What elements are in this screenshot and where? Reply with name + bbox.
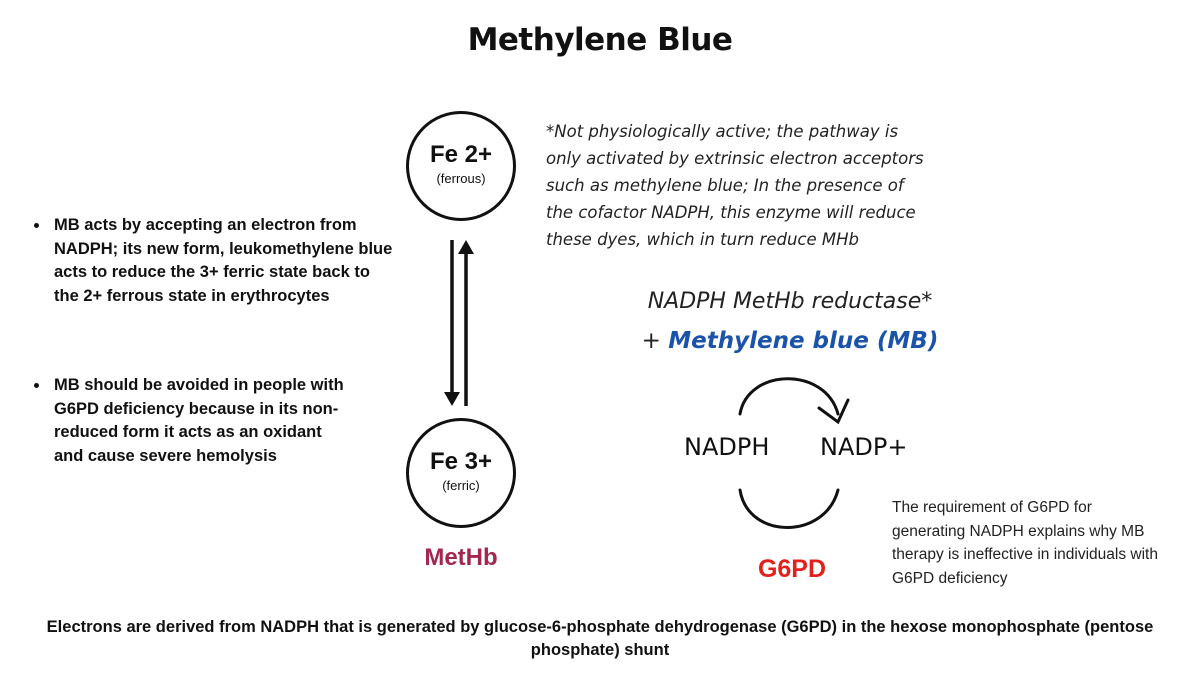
mb-prefix: + bbox=[641, 328, 669, 354]
ferric-state-label: (ferric) bbox=[442, 478, 480, 493]
enzyme-label: NADPH MetHb reductase* bbox=[647, 289, 933, 314]
bullet-mechanism: MB acts by accepting an electron from NA… bbox=[50, 214, 395, 308]
nadph-label: NADPH bbox=[684, 433, 770, 461]
methb-label: MetHb bbox=[424, 544, 498, 571]
bullet-list-mechanism: MB acts by accepting an electron from NA… bbox=[28, 214, 395, 308]
footer-note: Electrons are derived from NADPH that is… bbox=[46, 618, 1154, 659]
reductase-note: *Not physiologically active; the pathway… bbox=[546, 122, 924, 249]
nadph-cycle-arcs bbox=[738, 377, 850, 529]
ferric-ion-label: Fe 3+ bbox=[429, 448, 493, 475]
g6pd-label: G6PD bbox=[757, 555, 827, 583]
methylene-blue-label: Methylene blue (MB) bbox=[668, 328, 939, 354]
redox-equilibrium-arrows bbox=[444, 240, 474, 406]
page-title: Methylene Blue bbox=[467, 22, 733, 58]
ferric-iron-node: Fe 3+ (ferric) bbox=[406, 418, 516, 528]
ferrous-iron-node: Fe 2+ (ferrous) bbox=[406, 111, 516, 221]
g6pd-requirement-note: The requirement of G6PD for generating N… bbox=[892, 499, 1158, 587]
lower-cycle-arc bbox=[738, 488, 840, 529]
nadp-plus-label: NADP+ bbox=[820, 433, 908, 461]
oxidation-arrowhead bbox=[458, 240, 474, 254]
ferrous-state-label: (ferrous) bbox=[436, 171, 486, 186]
reduction-arrowhead bbox=[444, 392, 460, 406]
upper-cycle-arrowhead bbox=[817, 398, 850, 425]
methylene-blue-line: + Methylene blue (MB) bbox=[560, 328, 1020, 354]
bullet-g6pd-warning: MB should be avoided in people with G6PD… bbox=[50, 374, 345, 468]
upper-cycle-arc bbox=[738, 377, 840, 416]
ferrous-ion-label: Fe 2+ bbox=[429, 141, 493, 168]
bullet-list-warning: MB should be avoided in people with G6PD… bbox=[28, 374, 345, 468]
